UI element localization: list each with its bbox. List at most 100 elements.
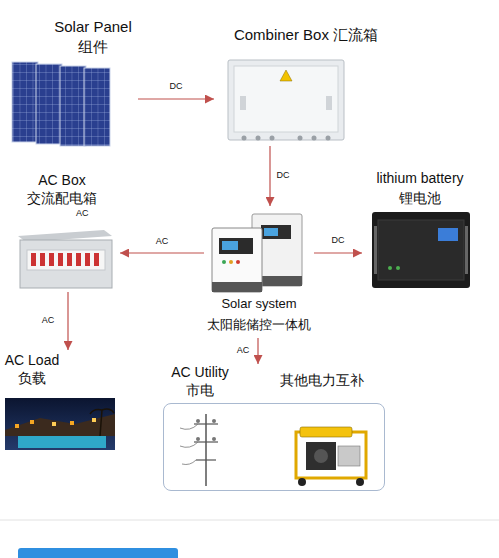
ac-box-picture-part <box>58 253 63 266</box>
utility-pole-picture-part <box>196 419 200 423</box>
inverter-node: Solar system 太阳能储控一体机 <box>204 206 314 338</box>
utility-pole-picture-part <box>205 414 207 486</box>
battery-node: lithium battery 锂电池 <box>362 168 486 294</box>
inverter-picture-part <box>222 241 238 250</box>
ac-box-picture-part <box>67 253 72 266</box>
power-supply-group: AC Utility市电其他电力互补 <box>160 364 390 494</box>
ac-load-node: AC Load负载 <box>2 350 118 454</box>
generator-picture <box>296 427 366 486</box>
battery-picture-part <box>396 266 400 270</box>
solar-panel-node: Solar Panel 组件 <box>8 14 138 148</box>
utility-pole-picture-part <box>196 459 216 460</box>
inverter-picture-part <box>222 260 226 264</box>
group-outline <box>163 403 385 491</box>
battery-picture <box>372 212 470 288</box>
power-flow-arrow <box>67 292 68 350</box>
node-subtitle: 其他电力互补 <box>280 372 364 389</box>
generator-picture-part <box>296 432 366 478</box>
page-footer <box>0 520 499 558</box>
utility-pole-picture-part <box>212 419 216 423</box>
node-subtitle: 交流配电箱 <box>27 190 97 207</box>
edge-label: AC <box>41 316 56 326</box>
ac-box-picture-part <box>27 250 105 270</box>
ac-box-picture-part <box>76 253 81 266</box>
battery-picture-part <box>378 220 464 280</box>
ac-box-picture-part <box>85 253 90 266</box>
inverter-picture-part <box>229 260 233 264</box>
power-flow-arrow <box>120 252 204 253</box>
solar-panel-picture-part <box>84 68 110 146</box>
edge-label: AC <box>155 237 170 247</box>
page-footer-part <box>18 548 178 558</box>
node-title: Solar Panel <box>54 18 132 36</box>
node-title: lithium battery <box>376 170 463 187</box>
ac-load-picture-part <box>15 424 19 428</box>
combiner-box-picture-part <box>326 96 332 110</box>
solar-panel-picture-part <box>36 64 62 144</box>
node-subtitle: 市电 <box>186 382 214 399</box>
node-subtitle: 组件 <box>78 38 108 56</box>
power-flow-arrow <box>257 338 258 364</box>
battery-picture-part <box>372 212 470 288</box>
inverter-picture-part <box>264 228 278 236</box>
utility-pole-picture <box>180 414 218 486</box>
ac-load-picture-part <box>18 436 106 448</box>
ac-box-picture-part <box>20 240 112 288</box>
side-label: AC <box>76 209 89 219</box>
edge-label: AC <box>236 346 251 356</box>
battery-picture-part <box>465 226 468 274</box>
solar-panel-picture-part <box>12 62 38 142</box>
ac-box-picture-part <box>40 253 45 266</box>
inverter-picture-part <box>236 260 240 264</box>
combiner-box-picture-part <box>240 96 246 110</box>
generator-picture-part <box>338 446 360 466</box>
ac-load-picture-part <box>30 420 34 424</box>
node-subtitle: 太阳能储控一体机 <box>207 317 311 333</box>
solar-panel-picture-part <box>60 66 86 146</box>
inverter-picture-part <box>219 238 253 254</box>
inverter-picture <box>212 214 302 292</box>
combiner-box-picture <box>228 60 344 141</box>
combiner-box-picture-part <box>280 70 292 81</box>
solar-panel-picture <box>12 62 110 146</box>
node-title: AC Box <box>38 172 85 189</box>
generator-picture-part <box>356 478 364 486</box>
ac-load-picture-part <box>5 398 115 450</box>
generator-picture-part <box>306 442 336 470</box>
combiner-box-node: Combiner Box 汇流箱 <box>214 22 394 146</box>
combiner-box-picture-part <box>234 66 338 132</box>
ac-load-picture-part <box>70 421 74 425</box>
battery-picture-part <box>388 266 392 270</box>
generator-picture-part <box>298 478 306 486</box>
edge-label: DC <box>276 171 291 181</box>
node-subtitle: 负载 <box>18 370 46 387</box>
generator-picture-part <box>314 449 328 463</box>
inverter-picture-part <box>212 282 262 292</box>
ac-box-node: AC Box交流配电箱 <box>8 168 120 292</box>
ac-load-picture-part <box>90 409 114 436</box>
node-title: AC Load <box>5 352 59 369</box>
combiner-box-picture-part <box>270 136 275 141</box>
ac-load-picture <box>5 398 115 450</box>
inverter-picture-part <box>261 225 291 239</box>
combiner-box-picture-part <box>312 136 317 141</box>
node-title: Solar system <box>221 296 296 312</box>
battery-picture-part <box>438 228 458 241</box>
generator-picture-part <box>300 427 352 437</box>
battery-picture-part <box>374 226 377 274</box>
power-flow-arrow <box>138 98 214 99</box>
edge-label: DC <box>331 236 346 246</box>
power-flow-arrow <box>314 252 362 253</box>
combiner-box-picture-part <box>256 136 261 141</box>
ac-box-picture-part <box>49 253 54 266</box>
node-subtitle: 锂电池 <box>399 190 441 207</box>
utility-pole-picture-part <box>180 424 198 465</box>
ac-load-picture-part <box>92 418 96 422</box>
combiner-box-picture-part <box>228 60 344 140</box>
ac-box-picture-part <box>31 253 36 266</box>
inverter-picture-part <box>212 228 262 292</box>
ac-load-picture-part <box>52 422 56 426</box>
